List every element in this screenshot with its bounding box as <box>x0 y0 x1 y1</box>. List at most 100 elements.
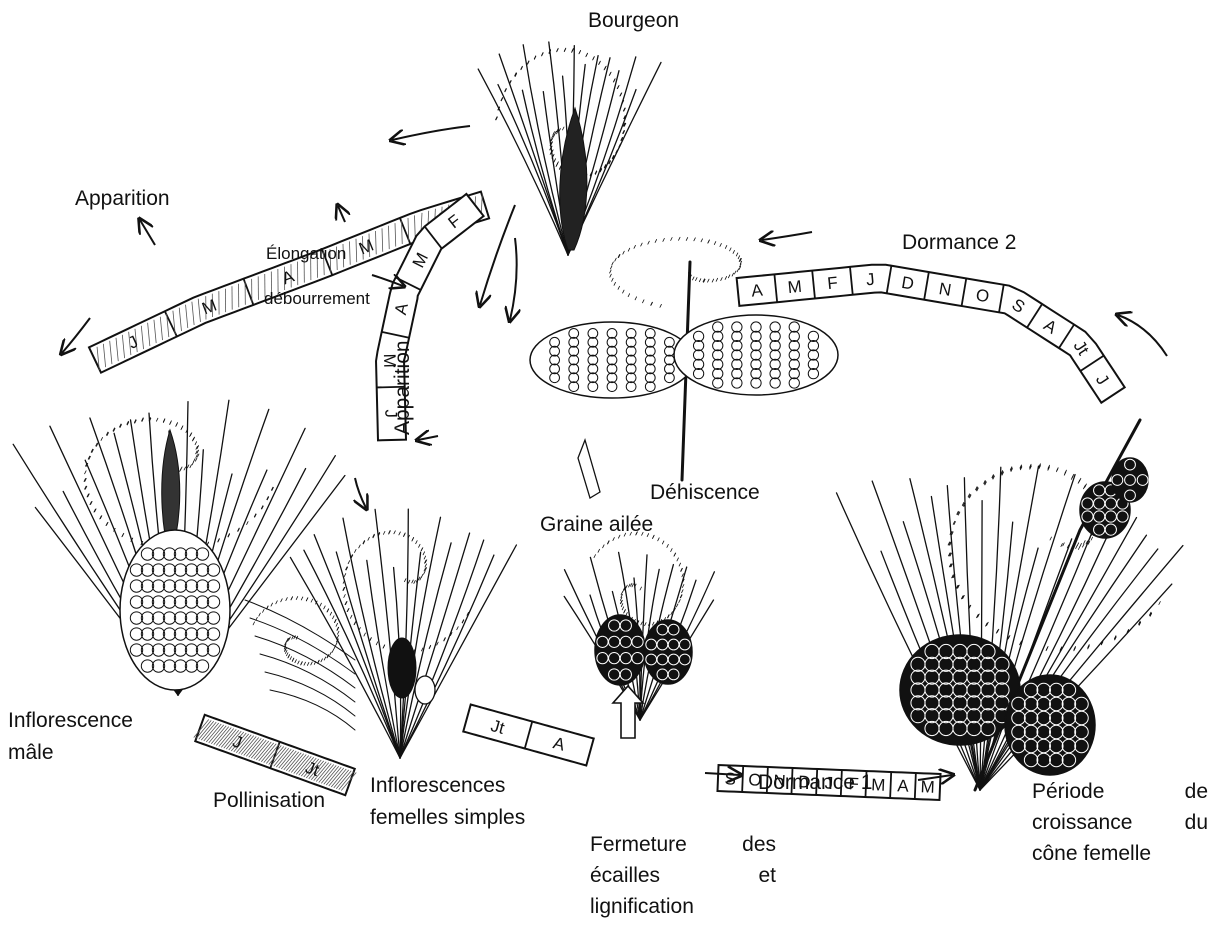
label-debourrement: débourrement <box>264 288 370 310</box>
speckle <box>195 442 197 445</box>
speckle <box>348 561 350 564</box>
speckle <box>642 300 644 303</box>
strip-month: S <box>724 769 736 788</box>
speckle <box>298 661 300 664</box>
strip-month: M <box>787 277 803 297</box>
speckle <box>682 590 684 593</box>
speckle <box>660 304 662 307</box>
speckle <box>271 603 273 606</box>
speckle <box>658 538 660 541</box>
speckle <box>612 278 614 281</box>
speckle <box>613 538 615 541</box>
speckle <box>324 606 326 609</box>
periode-word2: de <box>1185 779 1208 805</box>
speckle <box>563 127 565 130</box>
speckle <box>1061 544 1063 547</box>
speckle <box>416 541 418 544</box>
cycle-arrow <box>1118 315 1167 356</box>
speckle <box>350 615 352 618</box>
speckle <box>320 603 322 606</box>
speckle <box>628 248 630 251</box>
speckle <box>333 616 335 619</box>
strip-month: M <box>871 775 886 795</box>
speckle <box>554 159 556 162</box>
male-inflorescence-illustration <box>13 400 345 695</box>
speckle <box>610 274 612 277</box>
speckle <box>423 552 425 555</box>
speckle <box>359 545 361 548</box>
speckle <box>311 599 313 602</box>
speckle <box>412 538 414 541</box>
speckle <box>324 657 326 660</box>
needle-stroke <box>314 535 400 758</box>
speckle <box>620 597 622 600</box>
speckle <box>408 580 410 583</box>
speckle <box>720 243 722 246</box>
speckle <box>725 245 727 248</box>
speckle <box>693 277 695 280</box>
speckle <box>1071 476 1073 479</box>
ecailles-word2: et <box>758 863 776 889</box>
speckle <box>621 604 623 607</box>
speckle <box>404 579 406 582</box>
speckle <box>263 609 265 612</box>
speckle <box>394 531 396 534</box>
speckle <box>679 563 681 566</box>
speckle <box>699 279 701 282</box>
speckle <box>610 266 612 269</box>
label-apparition-female: Apparition <box>390 340 416 435</box>
speckle <box>634 245 636 248</box>
speckle <box>628 294 630 297</box>
speckle <box>694 238 696 241</box>
scale-cluster <box>120 530 230 690</box>
speckle <box>652 622 654 625</box>
speckle <box>682 585 684 588</box>
speckle <box>708 279 710 282</box>
speckle <box>1084 541 1086 544</box>
speckle <box>330 652 332 655</box>
speckle <box>676 604 678 607</box>
speckle <box>623 251 625 254</box>
speckle <box>701 239 703 242</box>
label-periode-line2: croissance du <box>1032 810 1208 836</box>
speckle <box>686 237 688 240</box>
speckle <box>738 256 740 259</box>
pollen-trail <box>245 600 355 660</box>
label-periode-line3: cône femelle <box>1032 841 1151 867</box>
speckle <box>632 584 634 587</box>
croissance-word1: croissance <box>1032 810 1132 836</box>
speckle <box>662 541 664 544</box>
speckle <box>187 465 189 468</box>
speckle <box>716 278 718 281</box>
strip-divider <box>742 766 743 792</box>
pollen-trail <box>270 690 355 730</box>
label-inflorescence-male-1: Inflorescence <box>8 708 133 734</box>
speckle <box>457 627 459 630</box>
speckle <box>290 657 292 660</box>
label-periode-line1: Période de <box>1032 779 1208 805</box>
speckle <box>336 643 338 646</box>
speckle <box>579 51 581 54</box>
female-cone-growth-illustration <box>837 420 1183 790</box>
speckle <box>645 623 647 626</box>
speckle <box>679 237 681 240</box>
speckle <box>610 270 612 273</box>
speckle <box>195 458 197 461</box>
speckle <box>247 522 249 525</box>
strip-month: A <box>897 776 910 795</box>
label-graine-ailee: Graine ailée <box>540 512 653 538</box>
cycle-arrow <box>355 478 366 508</box>
speckle <box>603 545 605 548</box>
scale-cluster <box>644 620 692 684</box>
speckle <box>344 595 346 598</box>
speckle <box>425 564 427 567</box>
speckle <box>85 471 87 474</box>
label-fermeture-line1: Fermeture des <box>590 832 776 858</box>
speckle <box>336 623 338 626</box>
speckle <box>640 587 642 590</box>
speckle <box>623 290 625 293</box>
speckle <box>192 462 194 465</box>
speckle <box>1080 543 1082 546</box>
cycle-arrow <box>418 436 438 440</box>
speckle <box>734 271 736 274</box>
